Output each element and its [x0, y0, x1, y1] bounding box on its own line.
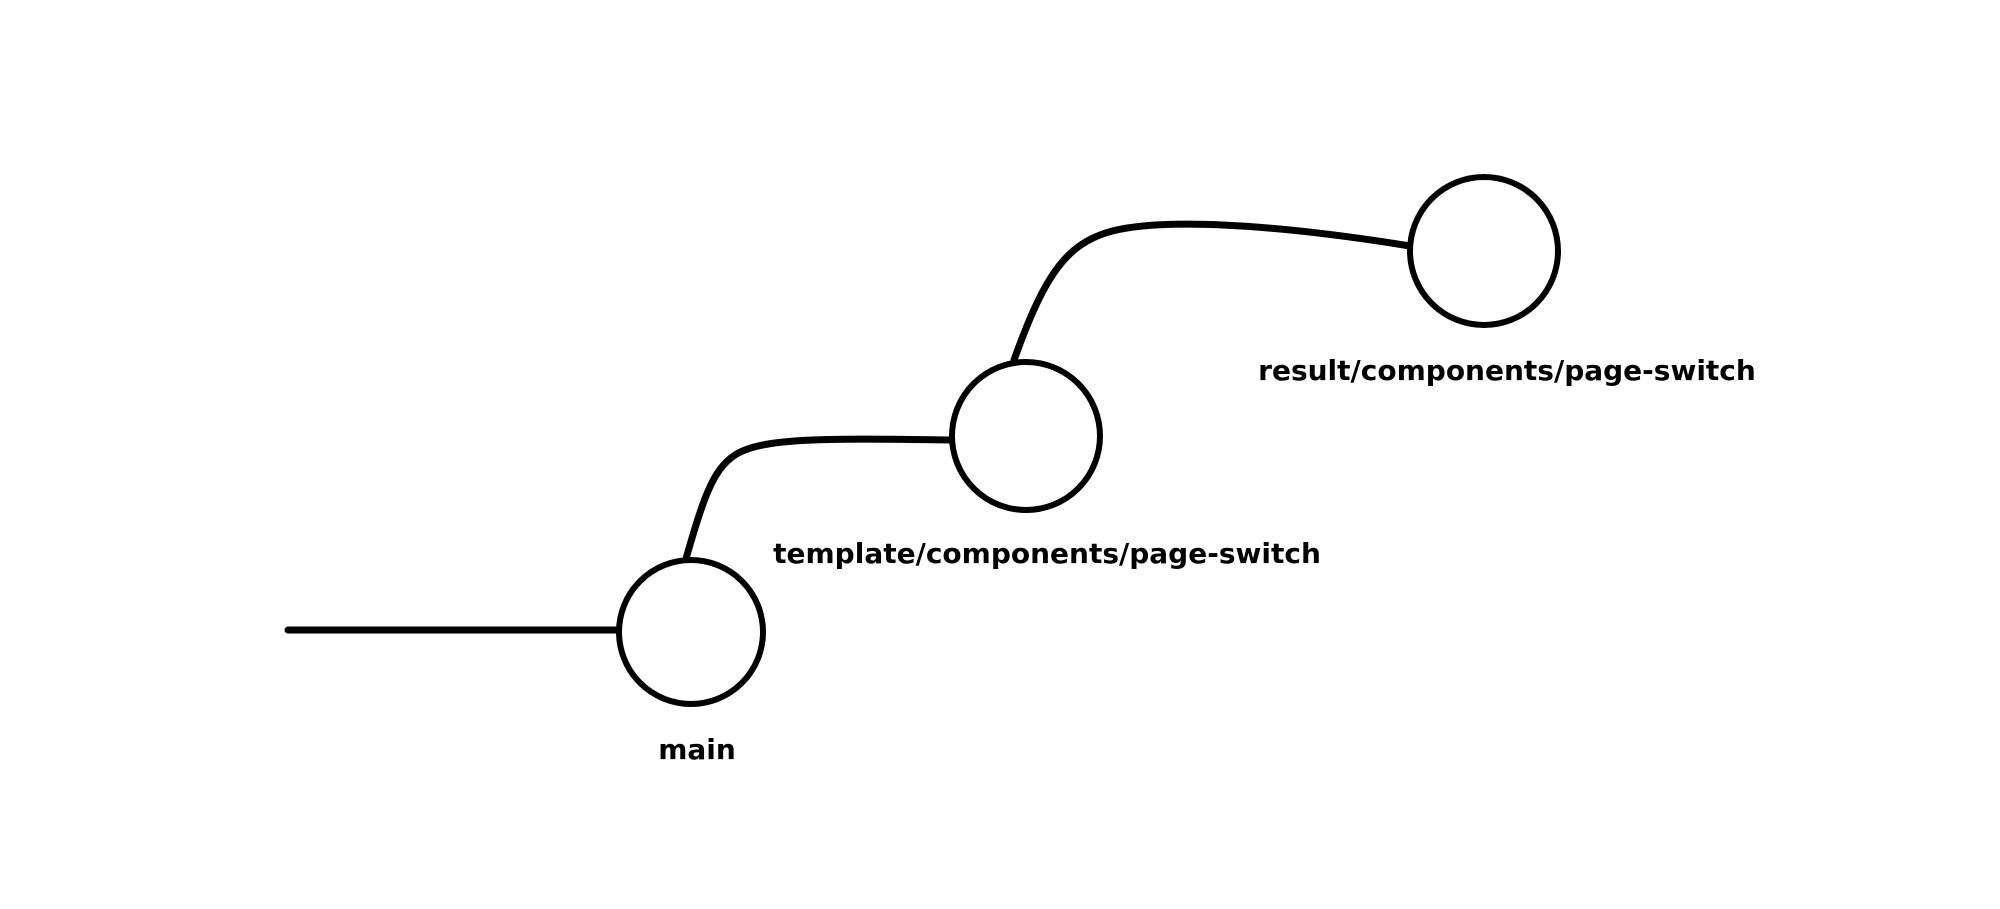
result-branch-line [1010, 220, 1414, 364]
result-branch-label: result/components/page-switch [1258, 354, 1756, 387]
main-commit-node[interactable] [616, 557, 766, 707]
result-commit-node[interactable] [1407, 174, 1561, 328]
main-branch-label: main [658, 733, 736, 766]
template-branch-label: template/components/page-switch [773, 537, 1321, 570]
template-commit-node[interactable] [949, 359, 1103, 513]
template-branch-line [681, 435, 954, 566]
